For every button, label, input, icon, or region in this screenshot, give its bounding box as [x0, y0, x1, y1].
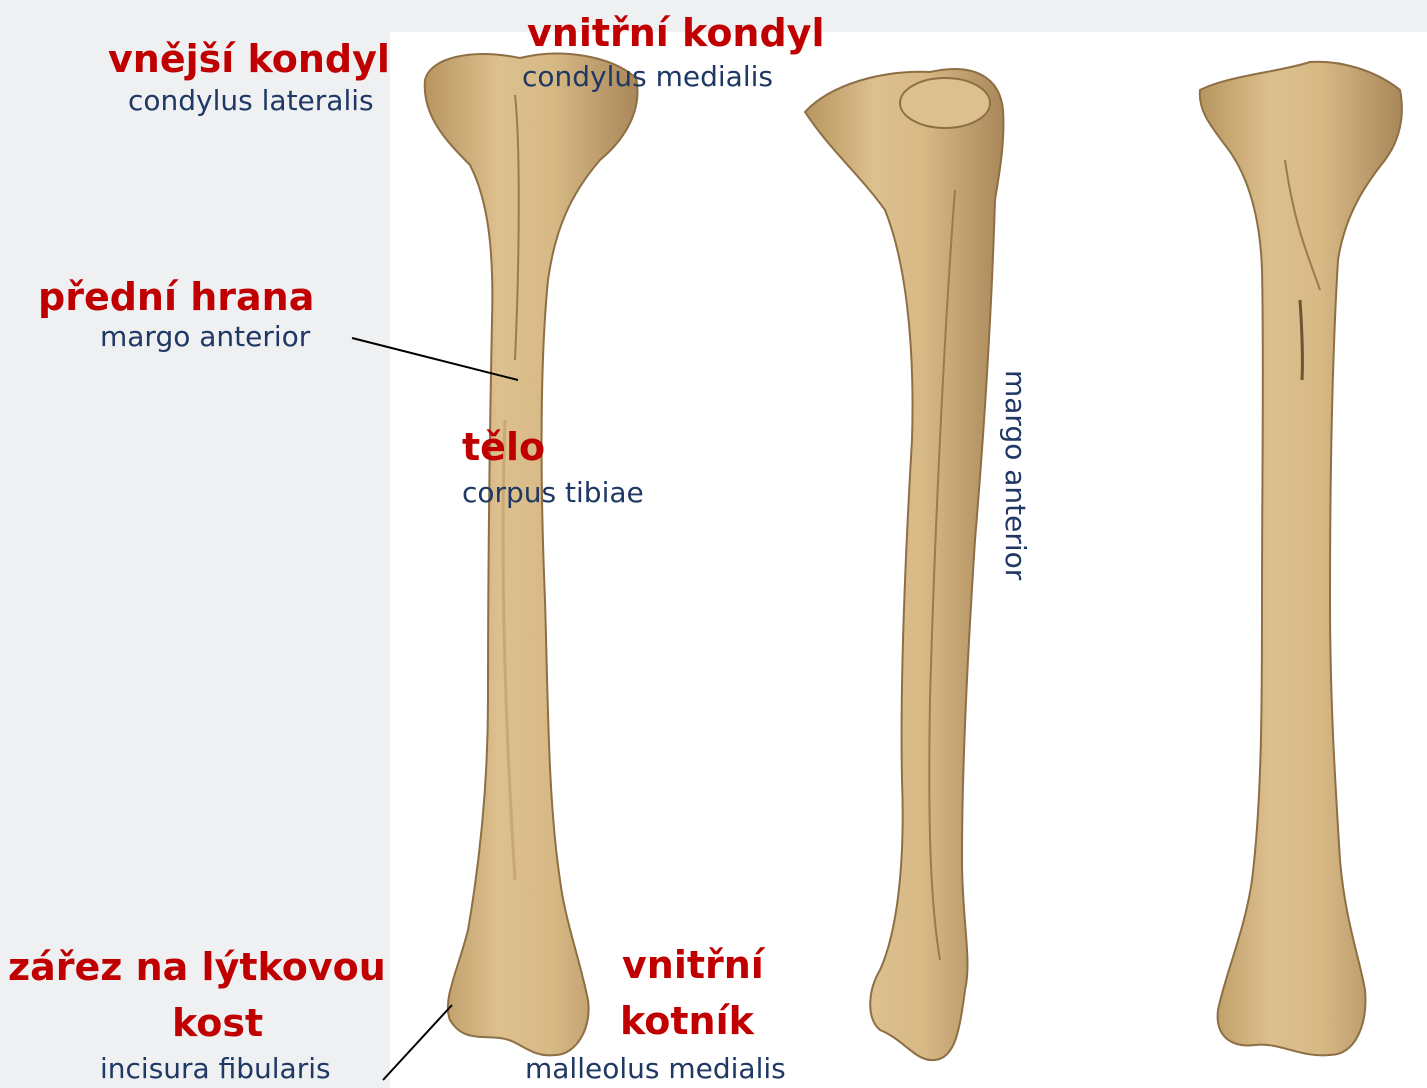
label-lateral-condyle-la: condylus lateralis [128, 86, 374, 115]
leader-line-fibular-notch [383, 1005, 452, 1080]
tibia-medial-view [805, 69, 1003, 1060]
label-fibular-notch-cz-line1: zářez na lýtkovou [8, 948, 386, 988]
label-body-la: corpus tibiae [462, 478, 644, 507]
tibia-anterior-view [425, 54, 638, 1056]
label-anterior-border-vertical: margo anterior [999, 370, 1032, 580]
label-fibular-notch-cz-line2: kost [172, 1004, 263, 1044]
label-fibular-notch-la: incisura fibularis [100, 1054, 331, 1083]
label-medial-condyle-cz: vnitřní kondyl [527, 14, 824, 54]
label-lateral-condyle-cz: vnější kondyl [108, 40, 390, 80]
label-medial-condyle-la: condylus medialis [522, 62, 773, 91]
label-medial-malleolus-la: malleolus medialis [525, 1054, 786, 1083]
label-anterior-border-la: margo anterior [100, 322, 310, 351]
label-medial-malleolus-cz-line1: vnitřní [622, 946, 764, 986]
label-medial-malleolus-cz-line2: kotník [620, 1002, 754, 1042]
label-anterior-border-cz: přední hrana [38, 278, 314, 318]
label-body-cz: tělo [462, 428, 545, 468]
tibia-posterior-view [1200, 62, 1402, 1056]
